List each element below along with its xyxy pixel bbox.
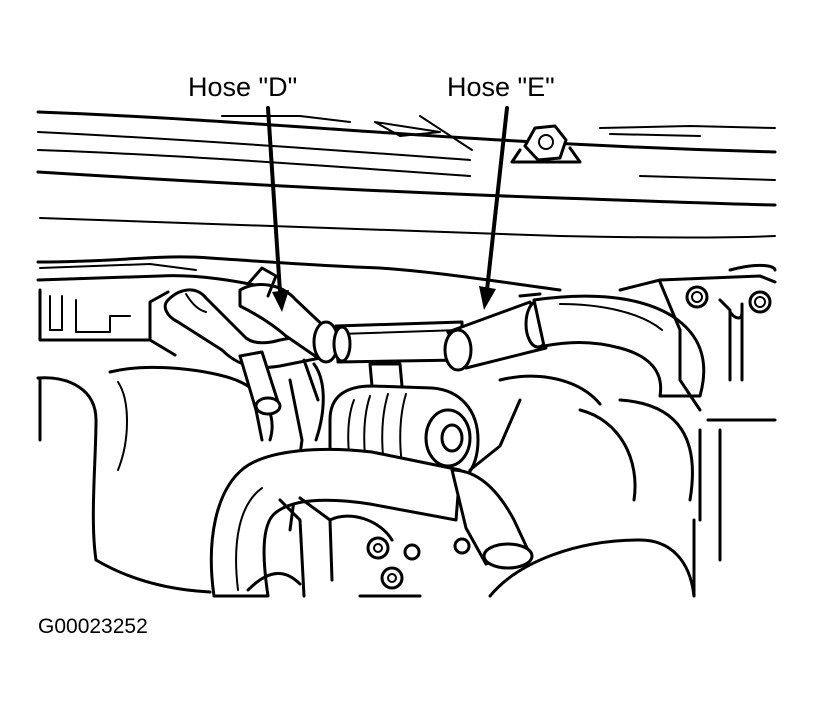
right-bracket	[618, 263, 777, 562]
callout-hose-d: Hose "D"	[188, 72, 298, 102]
hose-d	[163, 266, 464, 369]
intake-plenum	[36, 255, 562, 594]
hose-e	[443, 292, 706, 398]
lower-right-manifold	[488, 398, 696, 598]
lower-components	[246, 496, 471, 598]
top-bolt	[510, 124, 582, 164]
foreground-hose	[209, 374, 602, 598]
callout-arrows	[266, 106, 509, 312]
figure-id: G00023252	[38, 615, 148, 638]
hood-panel-lines	[36, 110, 777, 239]
callout-hose-e: Hose "E"	[447, 72, 555, 102]
small-vertical-hose	[238, 350, 282, 442]
